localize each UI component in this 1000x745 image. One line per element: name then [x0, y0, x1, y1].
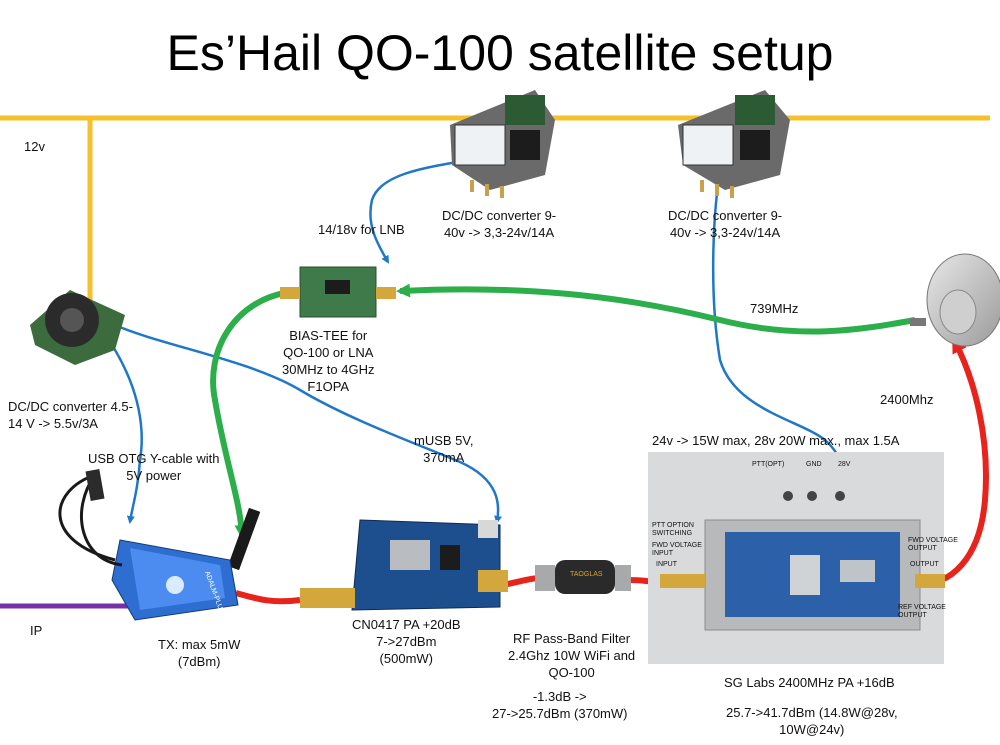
rf-filter-line2: 2.4Ghz 10W WiFi and: [508, 648, 636, 663]
dcdc-3-line2: 14 V -> 5.5v/3A: [8, 416, 98, 431]
bias-tee-line1: BIAS-TEE for: [289, 328, 368, 343]
fwd-output-line1: FWD VOLTAGE: [908, 537, 958, 544]
label-bias-tee: BIAS-TEE for QO-100 or LNA 30MHz to 4GHz…: [282, 327, 374, 395]
rf-filter-line3: QO-100: [548, 665, 595, 680]
dcdc-1-line2: 40v -> 3,3-24v/14A: [443, 225, 555, 240]
adalm-pluto-sdr: ADALM-PLUTO: [111, 507, 261, 621]
satellite-dish-feed: [910, 253, 1000, 347]
cn0417-line2: 7->27dBm: [376, 634, 437, 649]
cn0417-line3: (500mW): [379, 651, 433, 666]
ptt-switching-line1: PTT OPTION: [652, 522, 694, 529]
cn0417-pa-board: [300, 519, 508, 611]
board-label-gnd: GND: [806, 461, 822, 468]
label-rf-filter: RF Pass-Band Filter 2.4Ghz 10W WiFi and …: [508, 630, 635, 681]
label-rx-frequency: 739MHz: [750, 301, 799, 316]
bias-tee-board: [280, 266, 396, 318]
dcdc-3-line1: DC/DC converter 4.5-: [8, 399, 133, 414]
dcdc-1-line1: DC/DC converter 9-: [442, 208, 557, 223]
pluto-tx-line2: (7dBm): [177, 654, 221, 669]
rf-filter-loss-line2: 27->25.7dBm (370mW): [492, 706, 628, 721]
label-dcdc-3: DC/DC converter 4.5- 14 V -> 5.5v/3A: [8, 398, 133, 432]
dcdc-2-line1: DC/DC converter 9-: [668, 208, 783, 223]
board-label-28v: 28V: [838, 461, 851, 468]
ref-output-line2: OUTPUT: [898, 612, 927, 619]
dcdc-converter-2: [678, 90, 790, 198]
sg-labs-gain-line2: 10W@24v): [779, 722, 845, 737]
musb-line1: mUSB 5V,: [414, 433, 474, 448]
rf-rx-path: [210, 283, 916, 539]
fwd-input-line2: INPUT: [652, 550, 673, 557]
usb-plug: [85, 469, 105, 501]
usb-y-cable: [58, 473, 123, 567]
label-cn0417: CN0417 PA +20dB 7->27dBm (500mW): [352, 616, 461, 667]
musb-line2: 370mA: [423, 450, 465, 465]
board-label-ptt: PTT(OPT): [752, 461, 785, 468]
board-label-output: OUTPUT: [910, 561, 939, 568]
usb-otg-line1: USB OTG Y-cable with: [88, 451, 220, 466]
label-musb: mUSB 5V, 370mA: [414, 432, 474, 466]
label-12v: 12v: [24, 139, 45, 154]
page-title: Es’Hail QO-100 satellite setup: [166, 25, 834, 81]
cn0417-line1: CN0417 PA +20dB: [352, 617, 461, 632]
label-pluto-tx: TX: max 5mW (7dBm): [158, 636, 240, 670]
pluto-tx-line1: TX: max 5mW: [158, 637, 241, 652]
label-lnb-voltage: 14/18v for LNB: [318, 222, 405, 237]
usb-otg-line2: 5V power: [126, 468, 182, 483]
fwd-output-line2: OUTPUT: [908, 545, 937, 552]
ptt-switching-line2: SWITCHING: [652, 530, 693, 537]
label-sg-labs-pa: SG Labs 2400MHz PA +16dB: [724, 675, 895, 690]
label-sg-labs-gain: 25.7->41.7dBm (14.8W@28v, 10W@24v): [726, 704, 898, 738]
label-ip: IP: [30, 623, 43, 638]
label-usb-otg: USB OTG Y-cable with 5V power: [88, 450, 220, 484]
label-pa-power: 24v -> 15W max, 28v 20W max., max 1.5A: [652, 433, 900, 448]
label-dcdc-1: DC/DC converter 9- 40v -> 3,3-24v/14A: [442, 207, 556, 241]
sg-labs-pa-photo: [648, 452, 945, 664]
bias-tee-line4: F1OPA: [307, 379, 350, 394]
filter-brand-text: TAOGLAS: [570, 571, 603, 578]
board-label-input: INPUT: [656, 561, 677, 568]
rf-filter-line1: RF Pass-Band Filter: [513, 631, 631, 646]
dcdc-2-line2: 40v -> 3,3-24v/14A: [669, 225, 781, 240]
sg-labs-gain-line1: 25.7->41.7dBm (14.8W@28v,: [726, 705, 898, 720]
bias-tee-line3: 30MHz to 4GHz: [282, 362, 375, 377]
label-rf-filter-loss: -1.3dB -> 27->25.7dBm (370mW): [492, 688, 627, 722]
rf-passband-filter: TAOGLAS: [535, 560, 631, 594]
label-tx-frequency: 2400Mhz: [880, 392, 934, 407]
fwd-input-line1: FWD VOLTAGE: [652, 542, 702, 549]
dcdc-converter-1: [450, 90, 555, 198]
ref-output-line1: REF VOLTAGE: [898, 604, 946, 611]
label-dcdc-2: DC/DC converter 9- 40v -> 3,3-24v/14A: [668, 207, 782, 241]
rf-filter-loss-line1: -1.3dB ->: [532, 689, 587, 704]
dcdc-converter-3: [30, 290, 125, 365]
bias-tee-line2: QO-100 or LNA: [283, 345, 374, 360]
